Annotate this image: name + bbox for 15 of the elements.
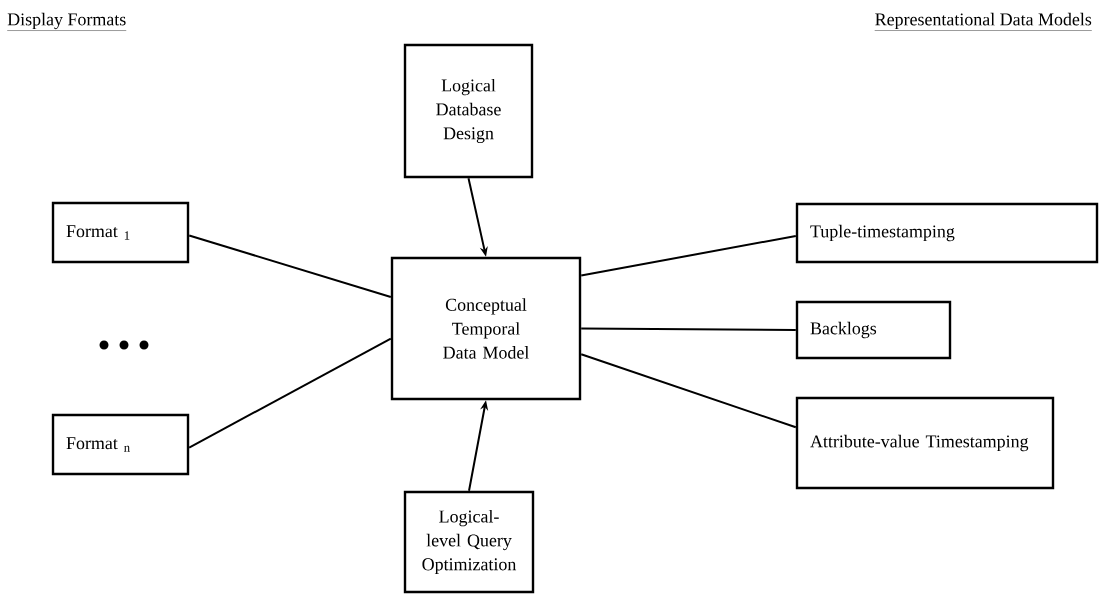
process-box: Logical Database Design: [403, 43, 534, 179]
connector-line: [580, 353, 797, 429]
process-box: Conceptual Temporal Data Model: [390, 256, 582, 401]
process-box: Logical-level Query Optimization: [403, 490, 535, 594]
process-box: Tuple-timestamping: [795, 202, 1099, 264]
process-box: Format $_{1}$: [51, 201, 190, 264]
process-box: Format $_{n}$: [51, 413, 190, 476]
process-box: Attribute-value Timestamping: [795, 396, 1055, 490]
connector-line: [188, 234, 392, 298]
heading: Display Formats: [7, 12, 127, 31]
connector-line: [580, 327, 797, 331]
connector-line: [188, 337, 392, 449]
connector-line: [580, 235, 797, 277]
process-box: Backlogs: [795, 300, 952, 360]
heading: Representational Data Models: [874, 12, 1092, 31]
